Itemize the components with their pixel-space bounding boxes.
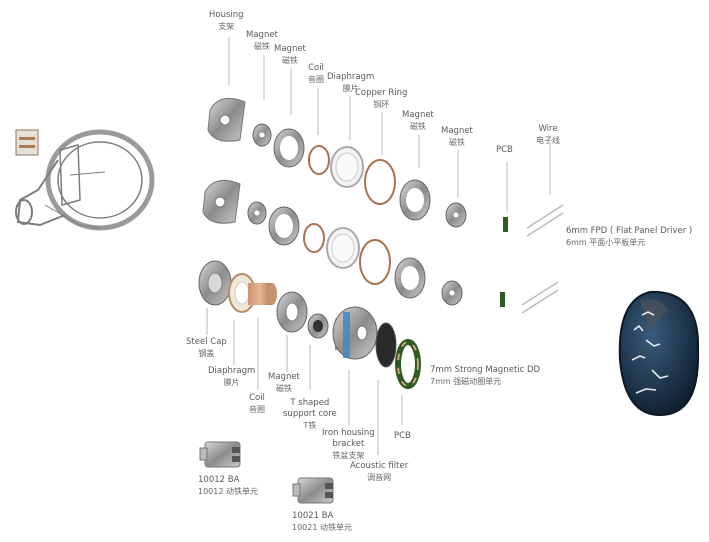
bird-icons (631, 311, 669, 394)
faceplate-shell (618, 290, 700, 417)
fpd-stack-1 (207, 97, 564, 237)
small-ba-block (15, 129, 39, 156)
label-fpd: 6mm FPD ( Flat Panel Driver )6mm 平面小平板单元 (566, 226, 693, 247)
label-pcb-dd: PCB (394, 431, 411, 441)
ba-unit-10021-image (292, 477, 334, 504)
fpd-stack-2 (202, 179, 559, 314)
transparent-shell (15, 129, 155, 231)
dd-stack (198, 260, 421, 389)
leader-lines-top (228, 37, 551, 212)
ba-unit-10012-image (199, 441, 241, 468)
label-pcb-top: PCB (496, 145, 513, 155)
leader-lines-bottom (206, 308, 403, 455)
